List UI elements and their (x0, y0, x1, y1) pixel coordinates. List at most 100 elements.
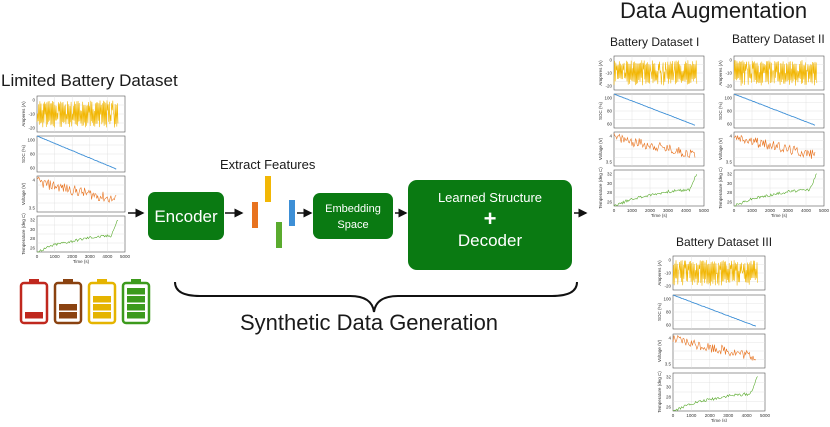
left-amperes-ytick-label: -10 (28, 112, 35, 117)
dataset-ii-voltage-ytick-label: 4 (729, 134, 732, 139)
dataset-i-temperature-xtick-label: 5000 (699, 208, 710, 213)
dataset-i-soc-ylabel: SOC (%) (598, 101, 603, 120)
left-soc-ylabel: SOC (%) (21, 144, 26, 163)
left-temperature-xtick-label: 3000 (85, 254, 96, 259)
dataset-i-voltage-series-line (613, 133, 696, 158)
battery-mostly-cell (93, 304, 111, 311)
learned-structure-decoder-block: Learned Structure + Decoder (408, 180, 572, 270)
dataset-iii-soc-series-line (672, 294, 757, 327)
left-temperature-xtick-label: 1000 (50, 254, 61, 259)
battery-half-cell (59, 312, 77, 319)
dataset-ii-temperature-xtick-label: 1000 (747, 208, 758, 213)
battery-mostly-terminal (97, 279, 107, 283)
left-amperes-ylabel: Amperes (A) (21, 101, 26, 127)
battery-mostly-cell (93, 312, 111, 319)
dataset-ii-amperes-ytick-label: -20 (725, 84, 732, 89)
data-augmentation-title: Data Augmentation (620, 0, 807, 23)
battery-full-cell (127, 288, 145, 295)
dataset-iii-voltage-series-line (672, 335, 756, 362)
battery-mostly-cell (93, 296, 111, 303)
synthetic-data-generation-title: Synthetic Data Generation (240, 310, 498, 335)
dataset-ii-temperature-xtick-label: 5000 (819, 208, 830, 213)
dataset-ii-amperes-ytick-label: -10 (725, 71, 732, 76)
dataset-i-soc-ytick-label: 100 (604, 96, 612, 101)
dataset-ii-soc-ytick-label: 80 (727, 109, 733, 114)
dataset-i-temperature-xtick-label: 4000 (681, 208, 692, 213)
feature-bars (252, 176, 295, 248)
dataset-ii-temperature-series-line (734, 173, 817, 207)
dataset-i-amperes-series-line (613, 60, 698, 86)
battery-half-cell (59, 304, 77, 311)
battery-icons (19, 279, 151, 325)
dataset-ii-soc-ytick-label: 100 (724, 96, 732, 101)
battery-full-icon (121, 279, 151, 325)
dataset-i-voltage-ylabel: Voltage (V) (598, 137, 603, 160)
dataset-ii-soc-ytick-label: 60 (727, 122, 733, 127)
plus-sign: + (484, 206, 497, 231)
dataset-iii-amperes-ylabel: Amperes (A) (657, 260, 662, 286)
learned-structure-label: Learned Structure (438, 190, 542, 205)
encoder-block: Encoder (148, 192, 224, 240)
dataset-i-temperature-xtick-label: 1000 (627, 208, 638, 213)
dataset-ii-amperes-ytick-label: 0 (729, 58, 732, 63)
dataset-i-voltage-ytick-label: 4 (609, 134, 612, 139)
dataset-iii-voltage-ytick-label: 4 (668, 336, 671, 341)
left-temperature-xtick-label: 0 (36, 254, 39, 259)
left-temperature-ylabel: Temperature (deg C) (21, 213, 26, 255)
dataset-i-temperature-xlabel: Time (s) (651, 213, 668, 218)
dataset-i-temperature-ytick-label: 26 (607, 200, 613, 205)
dataset-ii-voltage-ylabel: Voltage (V) (718, 137, 723, 160)
battery-mostly-icon (87, 279, 117, 325)
dataset-ii-temperature-ytick-label: 26 (727, 200, 733, 205)
left-temperature-xtick-label: 4000 (102, 254, 113, 259)
dataset-iii-temperature-ytick-label: 26 (666, 405, 672, 410)
dataset-iii-soc-ytick-label: 80 (666, 310, 672, 315)
dataset-ii-temperature-xtick-label: 2000 (765, 208, 776, 213)
feature-bar-orange (252, 202, 258, 228)
left-temperature-ytick-label: 32 (30, 218, 36, 223)
dataset-i-temperature-series-line (613, 174, 698, 207)
dataset-i-temperature-ylabel: Temperature (deg C) (598, 167, 603, 209)
dataset-iii-title: Battery Dataset III (676, 235, 772, 249)
dataset-iii-voltage-ytick-label: 3.5 (665, 362, 672, 367)
dataset-iii-voltage-ylabel: Voltage (V) (657, 339, 662, 362)
embedding-space-block: Embedding Space (313, 193, 393, 239)
left-soc-ytick-label: 100 (27, 138, 35, 143)
left-voltage-series-line (36, 176, 117, 203)
dataset-i-temperature-xtick-label: 2000 (645, 208, 656, 213)
battery-full-cell (127, 312, 145, 319)
dataset-iii-amperes-series-line (672, 260, 758, 286)
dataset-iii-amperes-ytick-label: 0 (668, 258, 671, 263)
embedding-label-line2: Space (337, 219, 368, 231)
dataset-ii-temperature-ytick-label: 32 (727, 172, 733, 177)
encoder-label: Encoder (154, 207, 218, 226)
curly-brace (174, 281, 578, 313)
dataset-ii-voltage-series-line (733, 134, 816, 159)
left-amperes-ytick-label: -20 (28, 126, 35, 131)
dataset-iii-temperature-ylabel: Temperature (deg C) (657, 371, 662, 413)
left-temperature-ytick-label: 30 (30, 227, 36, 232)
left-amperes-series-line (36, 100, 119, 128)
dataset-i-temperature-ytick-label: 32 (607, 172, 613, 177)
dataset-ii-title: Battery Dataset II (732, 32, 825, 46)
dataset-i-amperes-ylabel: Amperes (A) (598, 60, 603, 86)
battery-full-cell (127, 304, 145, 311)
dataset-i-temperature-xtick-label: 0 (613, 208, 616, 213)
left-soc-series-line (36, 135, 117, 170)
dataset-i-temperature-ytick-label: 28 (607, 190, 613, 195)
dataset-i-temperature-ytick-label: 30 (607, 181, 613, 186)
dataset-ii-temperature-ylabel: Temperature (deg C) (718, 167, 723, 209)
embedding-label-line1: Embedding (325, 203, 381, 215)
battery-full-cell (127, 296, 145, 303)
battery-low-icon (19, 279, 49, 325)
dataset-ii-temperature-xtick-label: 4000 (801, 208, 812, 213)
dataset-ii-temperature-xlabel: Time (s) (771, 213, 788, 218)
dataset-iii-temperature-xtick-label: 5000 (760, 413, 771, 418)
dataset-ii-temperature-xtick-label: 3000 (783, 208, 794, 213)
dataset-iii-temperature-xtick-label: 1000 (686, 413, 697, 418)
dataset-ii-temperature-xtick-label: 0 (733, 208, 736, 213)
extract-features-label: Extract Features (220, 157, 316, 172)
dataset-i-amperes-ytick-label: -20 (605, 84, 612, 89)
